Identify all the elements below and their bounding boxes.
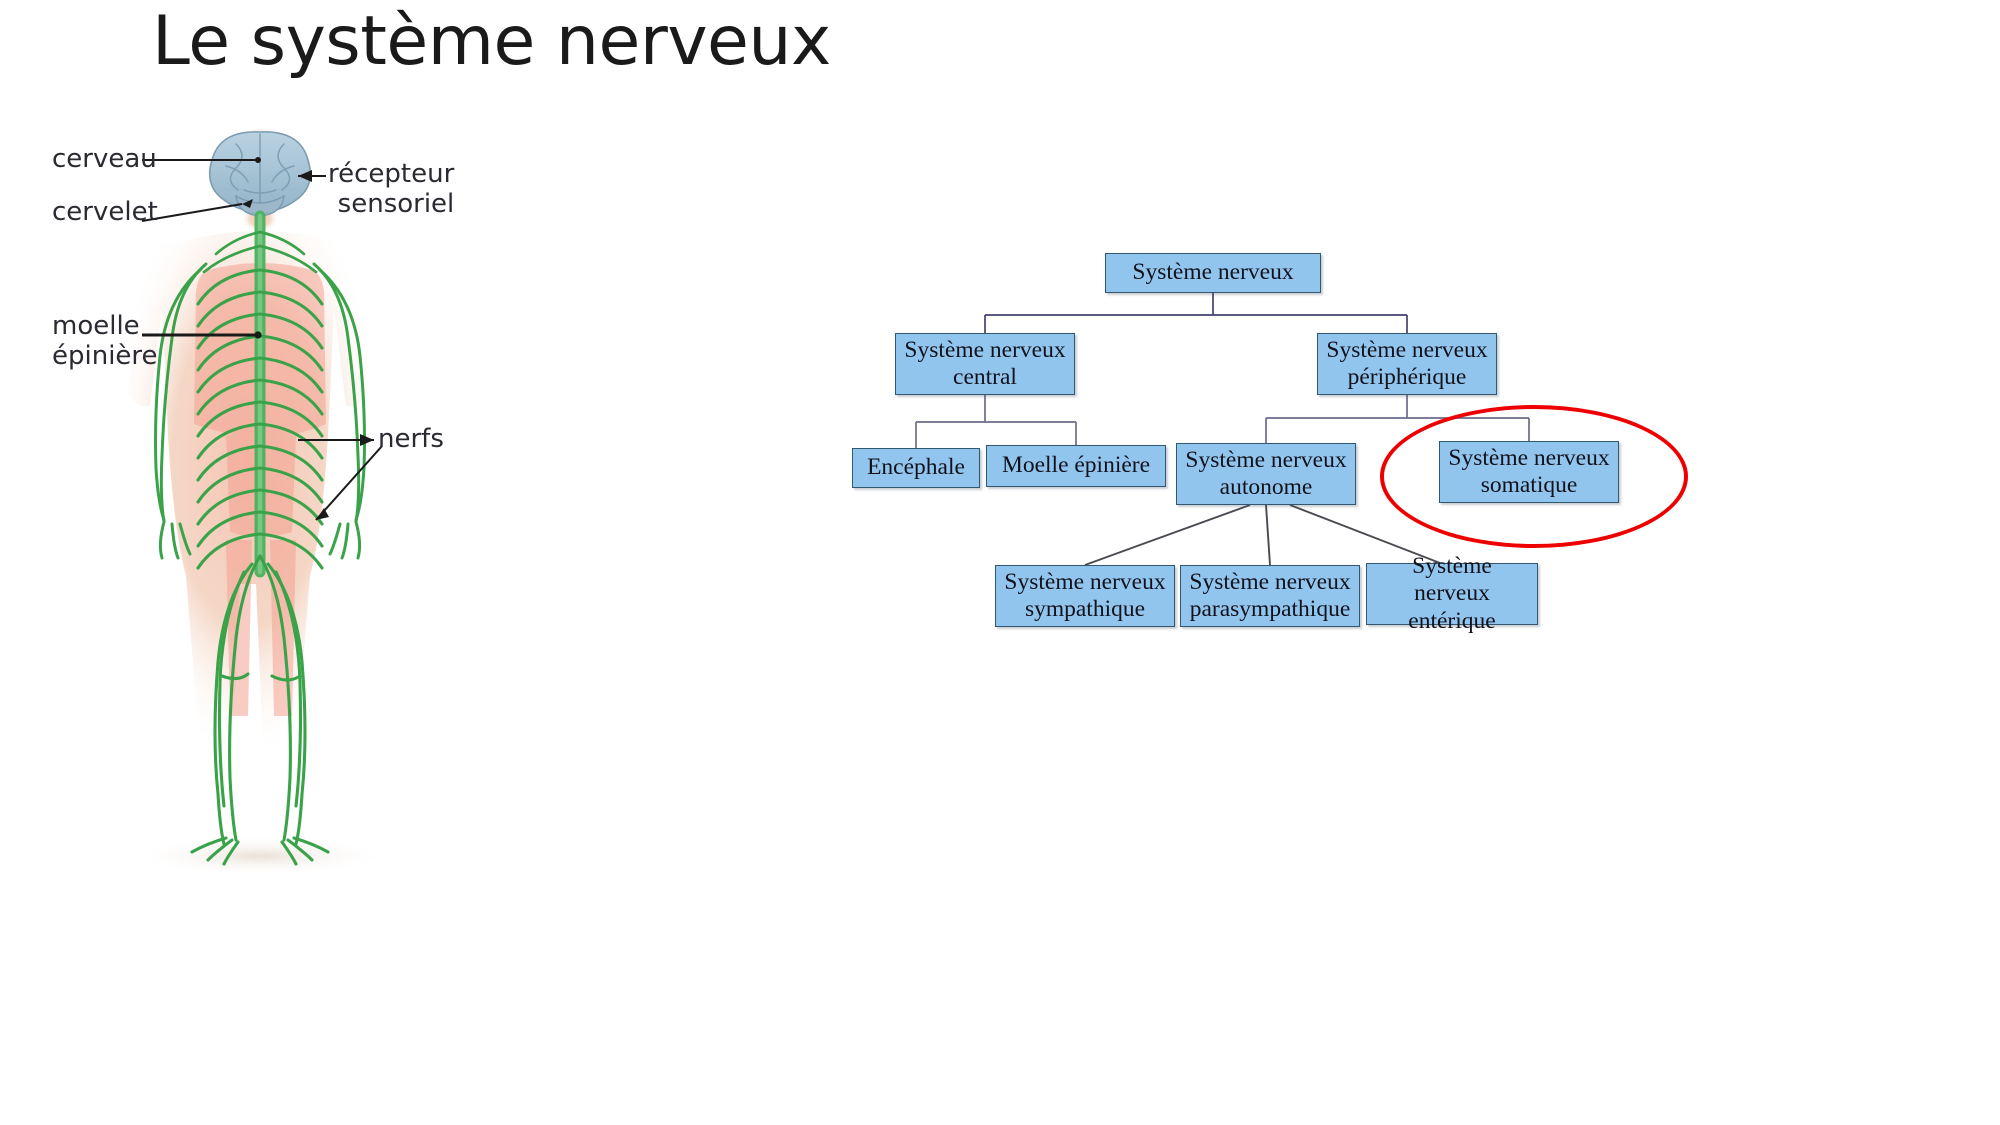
tree-node-moelle-epiniere[interactable]: Moelle épinière	[986, 445, 1166, 487]
tree-node-somatique-line2: somatique	[1480, 472, 1578, 498]
anatomy-label-recepteur-sensoriel: récepteur sensoriel	[328, 159, 455, 219]
page-title: Le système nerveux	[152, 2, 831, 81]
tree-node-sympathique-line1: Système nerveux	[1004, 568, 1166, 595]
tree-node-systeme-nerveux[interactable]: Système nerveux	[1105, 253, 1321, 293]
tree-node-snp-line1: Système nerveux	[1326, 336, 1488, 363]
anatomy-label-recepteur-line1: récepteur	[328, 159, 455, 189]
tree-node-moelle-label: Moelle épinière	[1001, 452, 1151, 479]
tree-node-sympathique-line2: sympathique	[1024, 596, 1146, 622]
tree-node-root-label: Système nerveux	[1132, 259, 1294, 286]
tree-node-encephale[interactable]: Encéphale	[852, 448, 980, 488]
anatomy-label-moelle-line1: moelle	[52, 311, 140, 341]
tree-node-encephale-label: Encéphale	[867, 454, 965, 481]
anatomy-label-recepteur-line2: sensoriel	[337, 188, 455, 219]
anatomy-label-cerveau: cerveau	[52, 144, 157, 174]
tree-node-enterique-line2: entérique	[1408, 607, 1496, 634]
tree-node-autonome-line2: autonome	[1219, 474, 1313, 500]
tree-node-parasympathique-line1: Système nerveux	[1189, 568, 1351, 595]
tree-node-snp-line2: périphérique	[1347, 364, 1467, 390]
tree-node-snc-line1: Système nerveux	[904, 336, 1066, 363]
tree-node-parasympathique-line2: parasympathique	[1189, 596, 1351, 622]
anatomy-drawing-icon	[128, 129, 388, 876]
nervous-system-anatomy-illustration: cerveau cervelet récepteur sensoriel moe…	[30, 120, 630, 980]
tree-node-somatique-line1: Système nerveux	[1448, 444, 1610, 471]
tree-node-enterique-line1: Système nerveux	[1412, 553, 1492, 607]
anatomy-label-nerfs: nerfs	[378, 424, 444, 454]
tree-node-snc-line2: central	[953, 364, 1017, 390]
anatomy-label-cervelet: cervelet	[52, 197, 158, 227]
hierarchy-connector-lines	[915, 293, 1530, 566]
anatomy-label-moelle-epiniere: moelle épinière	[52, 311, 158, 371]
tree-node-autonome-line1: Système nerveux	[1185, 446, 1347, 473]
anatomy-label-moelle-line2: épinière	[52, 340, 158, 371]
